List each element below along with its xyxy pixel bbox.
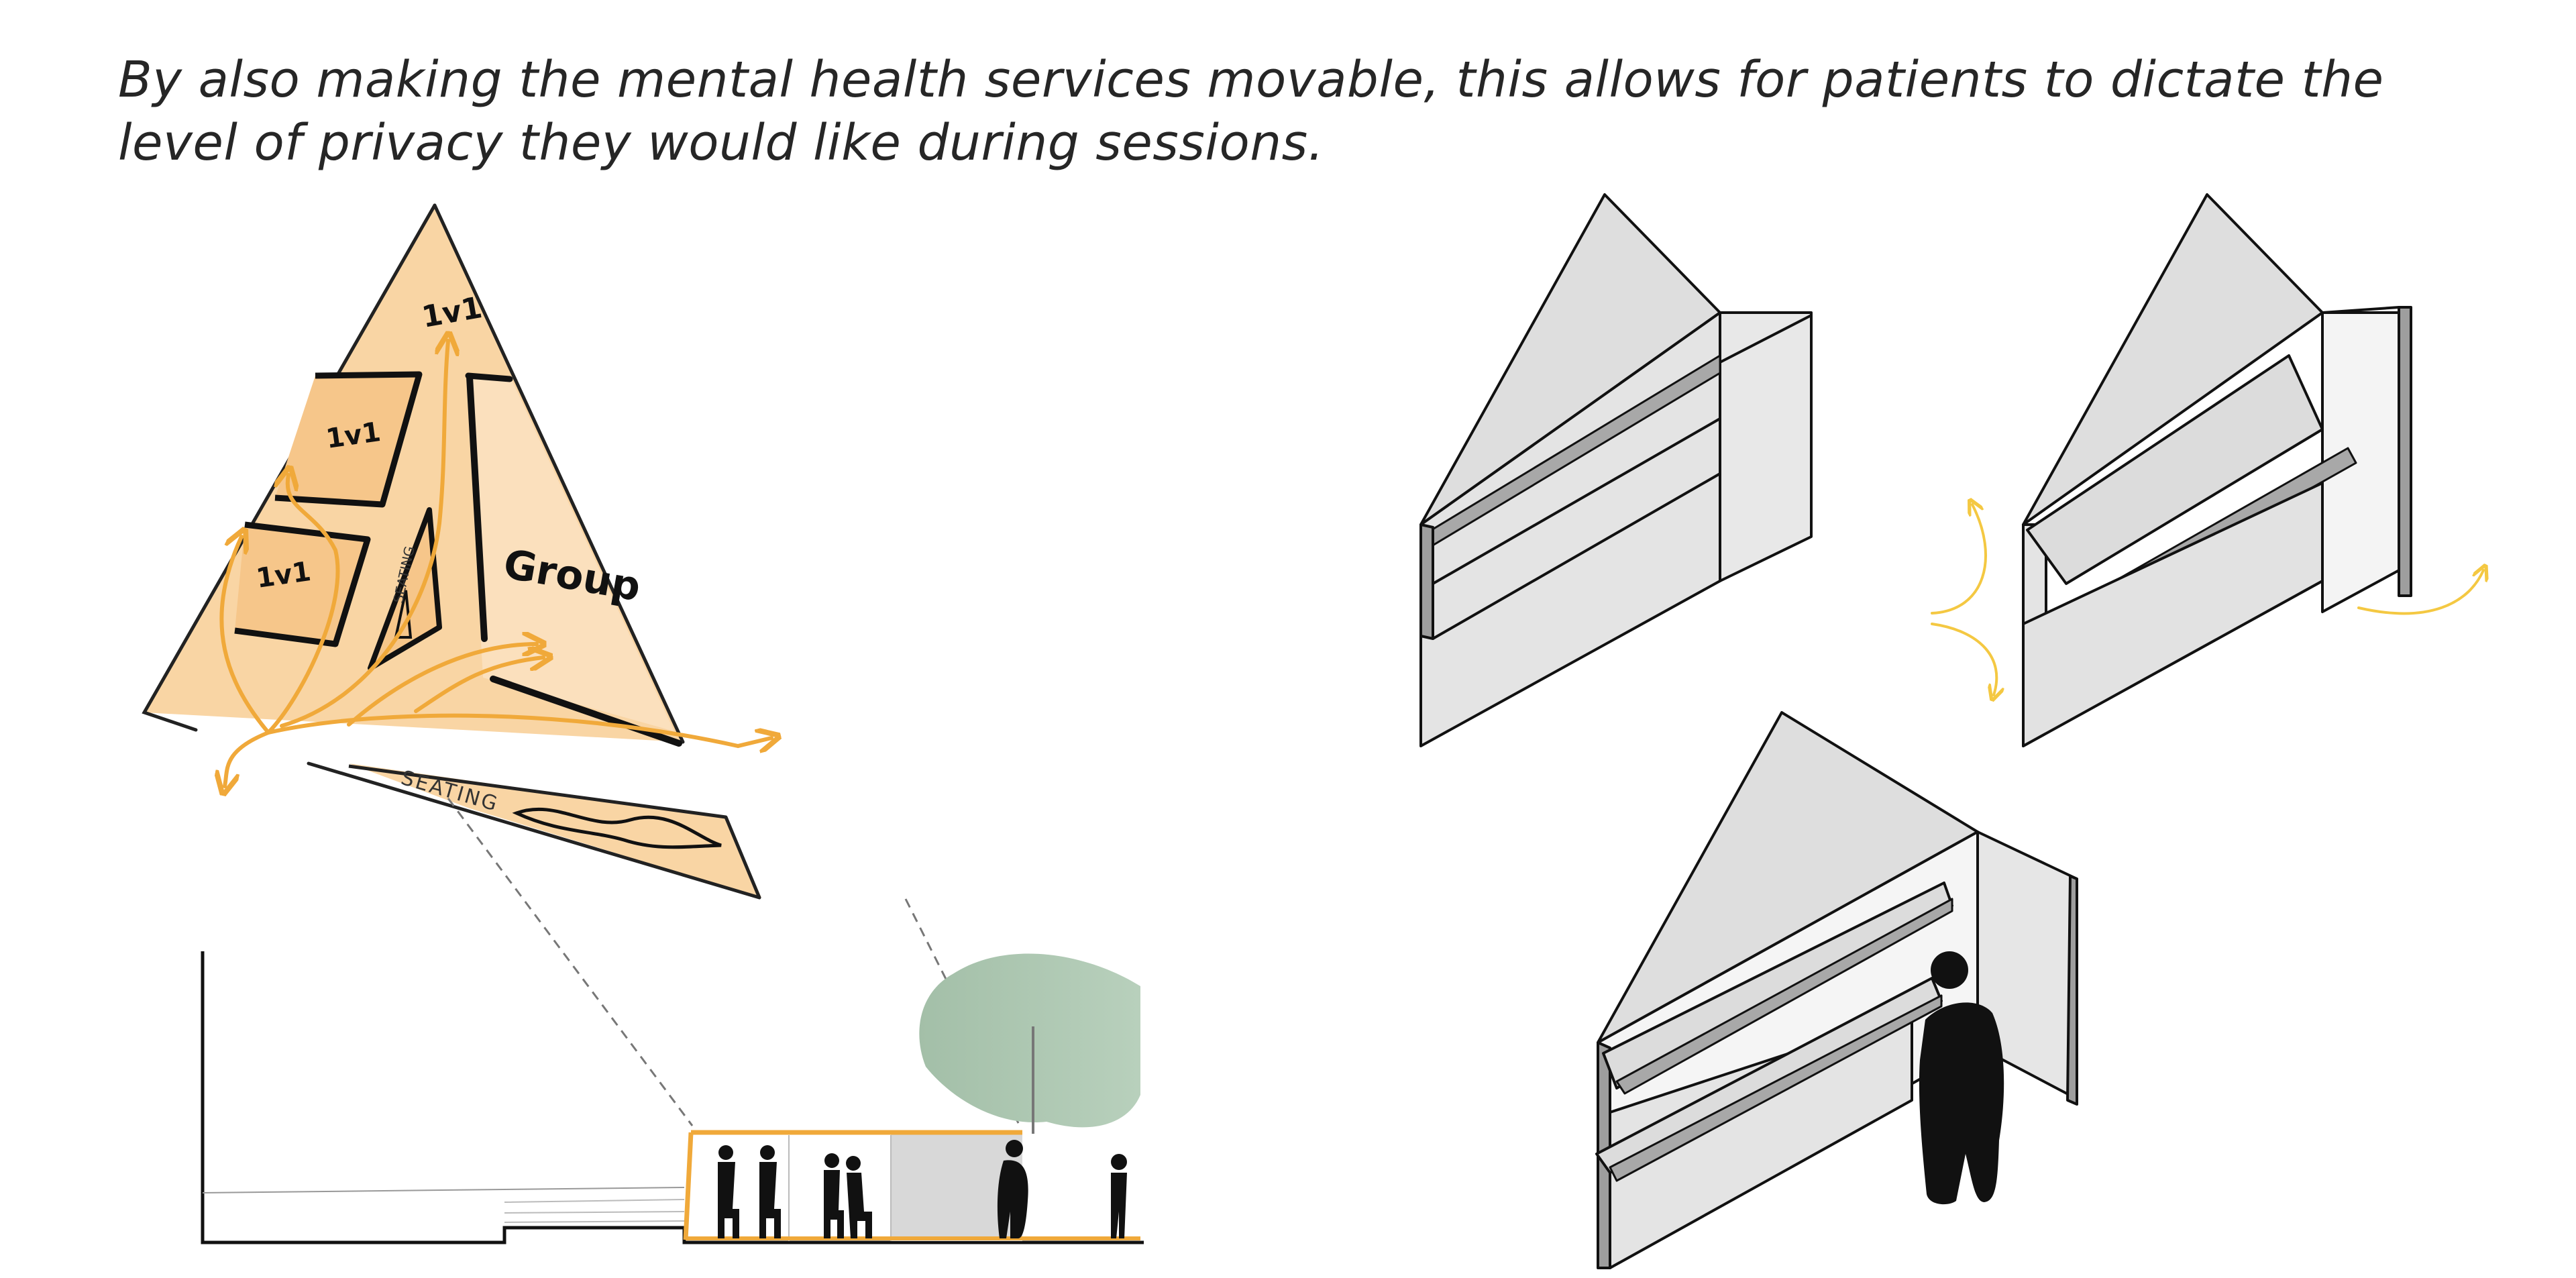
iso-closed bbox=[1419, 193, 1813, 747]
caption-line-1: By also making the mental health service… bbox=[118, 51, 2384, 109]
room-group bbox=[466, 376, 674, 731]
iso-open bbox=[1595, 711, 2078, 1269]
flow-arrows bbox=[221, 341, 771, 786]
people-figures bbox=[718, 1140, 1127, 1238]
outer-seating bbox=[349, 763, 761, 898]
room-label-1v1-mid: 1v1 bbox=[324, 417, 382, 455]
plan-triangle-edge bbox=[433, 203, 685, 744]
plan-sketch: 1v1 1v1 1v1 Group SEATING SEATING bbox=[142, 203, 1021, 1126]
motion-arrows bbox=[1931, 504, 2483, 695]
room-label-1v1-low: 1v1 bbox=[254, 556, 313, 594]
outer-seating-label: SEATING bbox=[398, 766, 502, 816]
ground-line bbox=[201, 951, 1144, 1244]
projection-line-left bbox=[447, 798, 694, 1126]
inner-seating bbox=[368, 507, 442, 671]
section-sketch bbox=[201, 951, 1144, 1244]
person-figure bbox=[1919, 951, 2004, 1205]
tree-canopy bbox=[919, 953, 1140, 1128]
room-1v1-upper bbox=[274, 371, 423, 508]
iso-opening bbox=[1931, 193, 2483, 747]
caption: By also making the mental health service… bbox=[118, 48, 2506, 174]
caption-line-2: level of privacy they would like during … bbox=[118, 114, 1324, 172]
